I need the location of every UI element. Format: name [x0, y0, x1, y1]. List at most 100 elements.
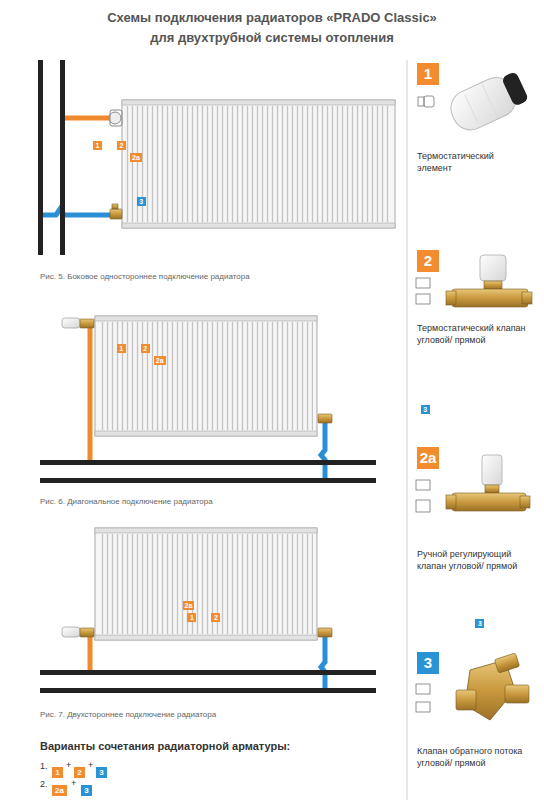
callout-number: 3 — [475, 619, 484, 628]
figure-two-sided-connection — [40, 528, 376, 693]
thermostatic-valve-photo — [522, 292, 532, 304]
thermostatic-element-photo — [445, 67, 531, 135]
figure-two-sided-connection — [318, 628, 332, 637]
return-valve-photo — [494, 653, 519, 673]
list-number: 1. — [40, 761, 48, 771]
return-valve-photo — [416, 702, 430, 712]
manual-valve-photo — [482, 455, 502, 485]
figure-side-connection — [112, 204, 118, 209]
callout-tag: 1 — [52, 761, 63, 779]
callout-tag: 2 — [115, 141, 128, 150]
page-title: Схемы подключения радиаторов «PRADO Clas… — [100, 8, 444, 47]
figure-side-connection — [126, 106, 391, 222]
callout-tag: 3 — [473, 619, 486, 628]
callout-number: 2a — [154, 356, 166, 365]
callout-tag: 2 — [209, 613, 222, 622]
callout-number: 3 — [417, 652, 439, 674]
callout-tag: 2a — [152, 356, 168, 365]
callout-number: 1 — [417, 63, 439, 85]
callout-number: 2a — [52, 785, 67, 796]
callout-number: 3 — [137, 197, 146, 206]
fitting-caption: Клапан обратного потока угловой/ прямой — [417, 745, 529, 769]
figure-diagonal-connection — [40, 478, 376, 483]
thermostatic-element-photo — [424, 96, 434, 107]
callout-number: 2 — [74, 767, 85, 778]
thermostatic-valve-photo — [484, 281, 502, 289]
manual-valve-photo — [446, 495, 456, 509]
callout-tag: 2 — [139, 344, 152, 353]
fitting-caption: Термостатический клапан угловой/ прямой — [417, 322, 529, 346]
figure-diagonal-connection — [321, 422, 325, 480]
figure-caption: Рис. 5. Боковое одностороннее подключени… — [40, 272, 250, 281]
figure-caption: Рис. 7. Двухстороннее подключение радиат… — [40, 710, 216, 719]
figure-diagonal-connection — [40, 316, 376, 483]
figure-side-connection — [38, 60, 395, 255]
figure-diagonal-connection — [95, 316, 317, 436]
callout-tag: 2 — [74, 761, 85, 779]
callout-tag: 2a — [52, 779, 67, 797]
figure-diagonal-connection — [62, 318, 80, 328]
figure-side-connection — [122, 223, 395, 228]
thermostatic-element-photo — [465, 95, 479, 124]
figure-two-sided-connection — [62, 627, 80, 637]
manual-valve-photo — [485, 485, 499, 493]
figure-two-sided-connection — [40, 688, 376, 693]
thermostatic-element-photo — [418, 97, 424, 106]
return-valve-photo — [416, 653, 529, 720]
callout-number: 3 — [421, 405, 430, 414]
thermostatic-valve-photo — [452, 289, 528, 307]
manual-valve-photo — [452, 493, 526, 511]
figure-diagonal-connection — [99, 322, 313, 430]
callout-tag: 3 — [81, 779, 92, 797]
figure-diagonal-connection — [95, 431, 317, 436]
plus-sign: + — [71, 778, 76, 788]
figure-side-connection — [60, 60, 65, 255]
manual-valve-photo — [416, 480, 430, 490]
thermostatic-valve-photo — [416, 294, 430, 304]
callout-tag: 3 — [96, 761, 107, 779]
figure-side-connection — [109, 112, 121, 124]
callout-tag: 1 — [115, 344, 128, 353]
callout-number: 1 — [187, 613, 196, 622]
callout-tag: 3 — [419, 405, 432, 414]
callout-number: 2 — [117, 141, 126, 150]
callout-number: 2a — [130, 153, 142, 162]
list-number: 2. — [40, 779, 48, 789]
thermostatic-valve-photo — [416, 278, 430, 288]
figure-two-sided-connection — [95, 635, 317, 640]
plus-sign: + — [66, 760, 71, 770]
fitting-caption: Термостатический элемент — [417, 150, 529, 174]
return-valve-photo — [505, 685, 529, 703]
callout-tag: 2a — [181, 601, 197, 610]
figure-side-connection — [110, 110, 122, 126]
callout-number: 1 — [52, 767, 63, 778]
thermostatic-valve-photo — [446, 291, 456, 305]
figure-caption: Рис. 6. Диагональное подключение радиато… — [40, 497, 213, 506]
return-valve-photo — [416, 684, 430, 694]
figure-diagonal-connection — [318, 414, 332, 423]
figure-side-connection — [38, 60, 43, 255]
callout-number: 2 — [417, 250, 439, 272]
figure-side-connection — [122, 100, 395, 105]
callout-number: 3 — [96, 767, 107, 778]
figure-two-sided-connection — [99, 534, 313, 634]
figure-side-connection — [62, 116, 110, 121]
figure-diagonal-connection — [95, 316, 317, 321]
callout-tag: 3 — [135, 197, 148, 206]
figure-two-sided-connection — [321, 636, 325, 690]
fitting-item: 3Клапан обратного потока угловой/ прямой — [417, 652, 439, 674]
figure-two-sided-connection — [95, 528, 317, 640]
return-valve-photo — [456, 690, 476, 710]
figure-two-sided-connection — [80, 628, 94, 637]
figure-side-connection — [40, 209, 112, 215]
figure-two-sided-connection — [88, 636, 93, 672]
callout-number: 2a — [417, 447, 439, 469]
callout-number: 2 — [211, 613, 220, 622]
plus-sign: + — [88, 760, 93, 770]
fitting-item: 1Термостатический элемент — [417, 63, 439, 85]
figure-diagonal-connection — [40, 460, 376, 465]
fitting-item: 2aРучной регулирующий клапан угловой/ пр… — [417, 447, 439, 469]
figure-two-sided-connection — [40, 670, 376, 675]
callout-tag: 2a — [128, 153, 144, 162]
